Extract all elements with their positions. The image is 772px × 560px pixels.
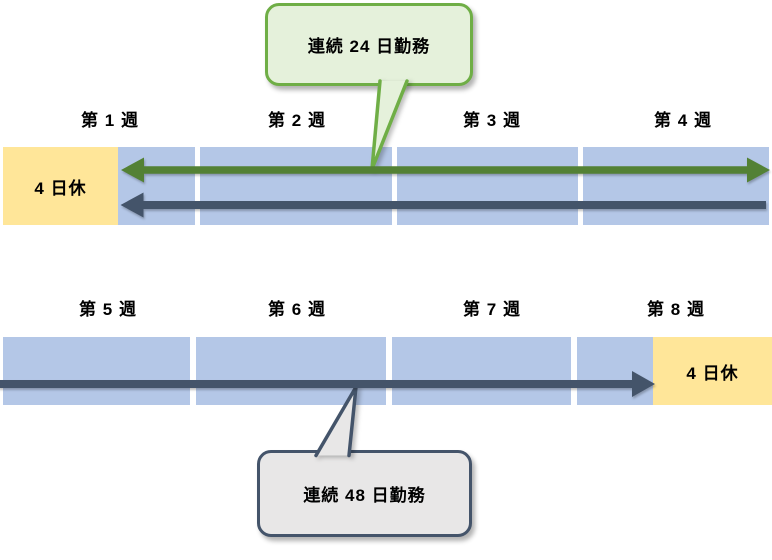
week-label-5: 第 5 週 (79, 300, 137, 319)
callout-24-days: 連続 24 日勤務 (265, 3, 473, 86)
week-3-segment (397, 147, 578, 225)
week-label-1: 第 1 週 (81, 111, 139, 130)
week-6-segment (196, 337, 386, 405)
week-label-6: 第 6 週 (268, 300, 326, 319)
week-label-2: 第 2 週 (268, 111, 326, 130)
week-1-work-segment (118, 147, 195, 225)
callout-24-days-label: 連続 24 日勤務 (307, 37, 431, 56)
week-label-7: 第 7 週 (463, 300, 521, 319)
rest-block-week-1-label: 4 日休 (34, 178, 87, 198)
week-8-work-segment (577, 337, 653, 405)
callout-48-days: 連続 48 日勤務 (257, 450, 472, 537)
rest-block-week-8-label: 4 日休 (686, 363, 739, 383)
rest-block-week-1: 4 日休 (3, 147, 118, 225)
week-7-segment (392, 337, 571, 405)
week-label-3: 第 3 週 (463, 111, 521, 130)
callout-48-days-label: 連続 48 日勤務 (303, 486, 426, 505)
week-5-segment (3, 337, 190, 405)
week-2-segment (200, 147, 392, 225)
week-label-8: 第 8 週 (647, 300, 705, 319)
rest-block-week-8: 4 日休 (653, 337, 772, 405)
week-label-4: 第 4 週 (654, 111, 712, 130)
week-4-segment (583, 147, 769, 225)
